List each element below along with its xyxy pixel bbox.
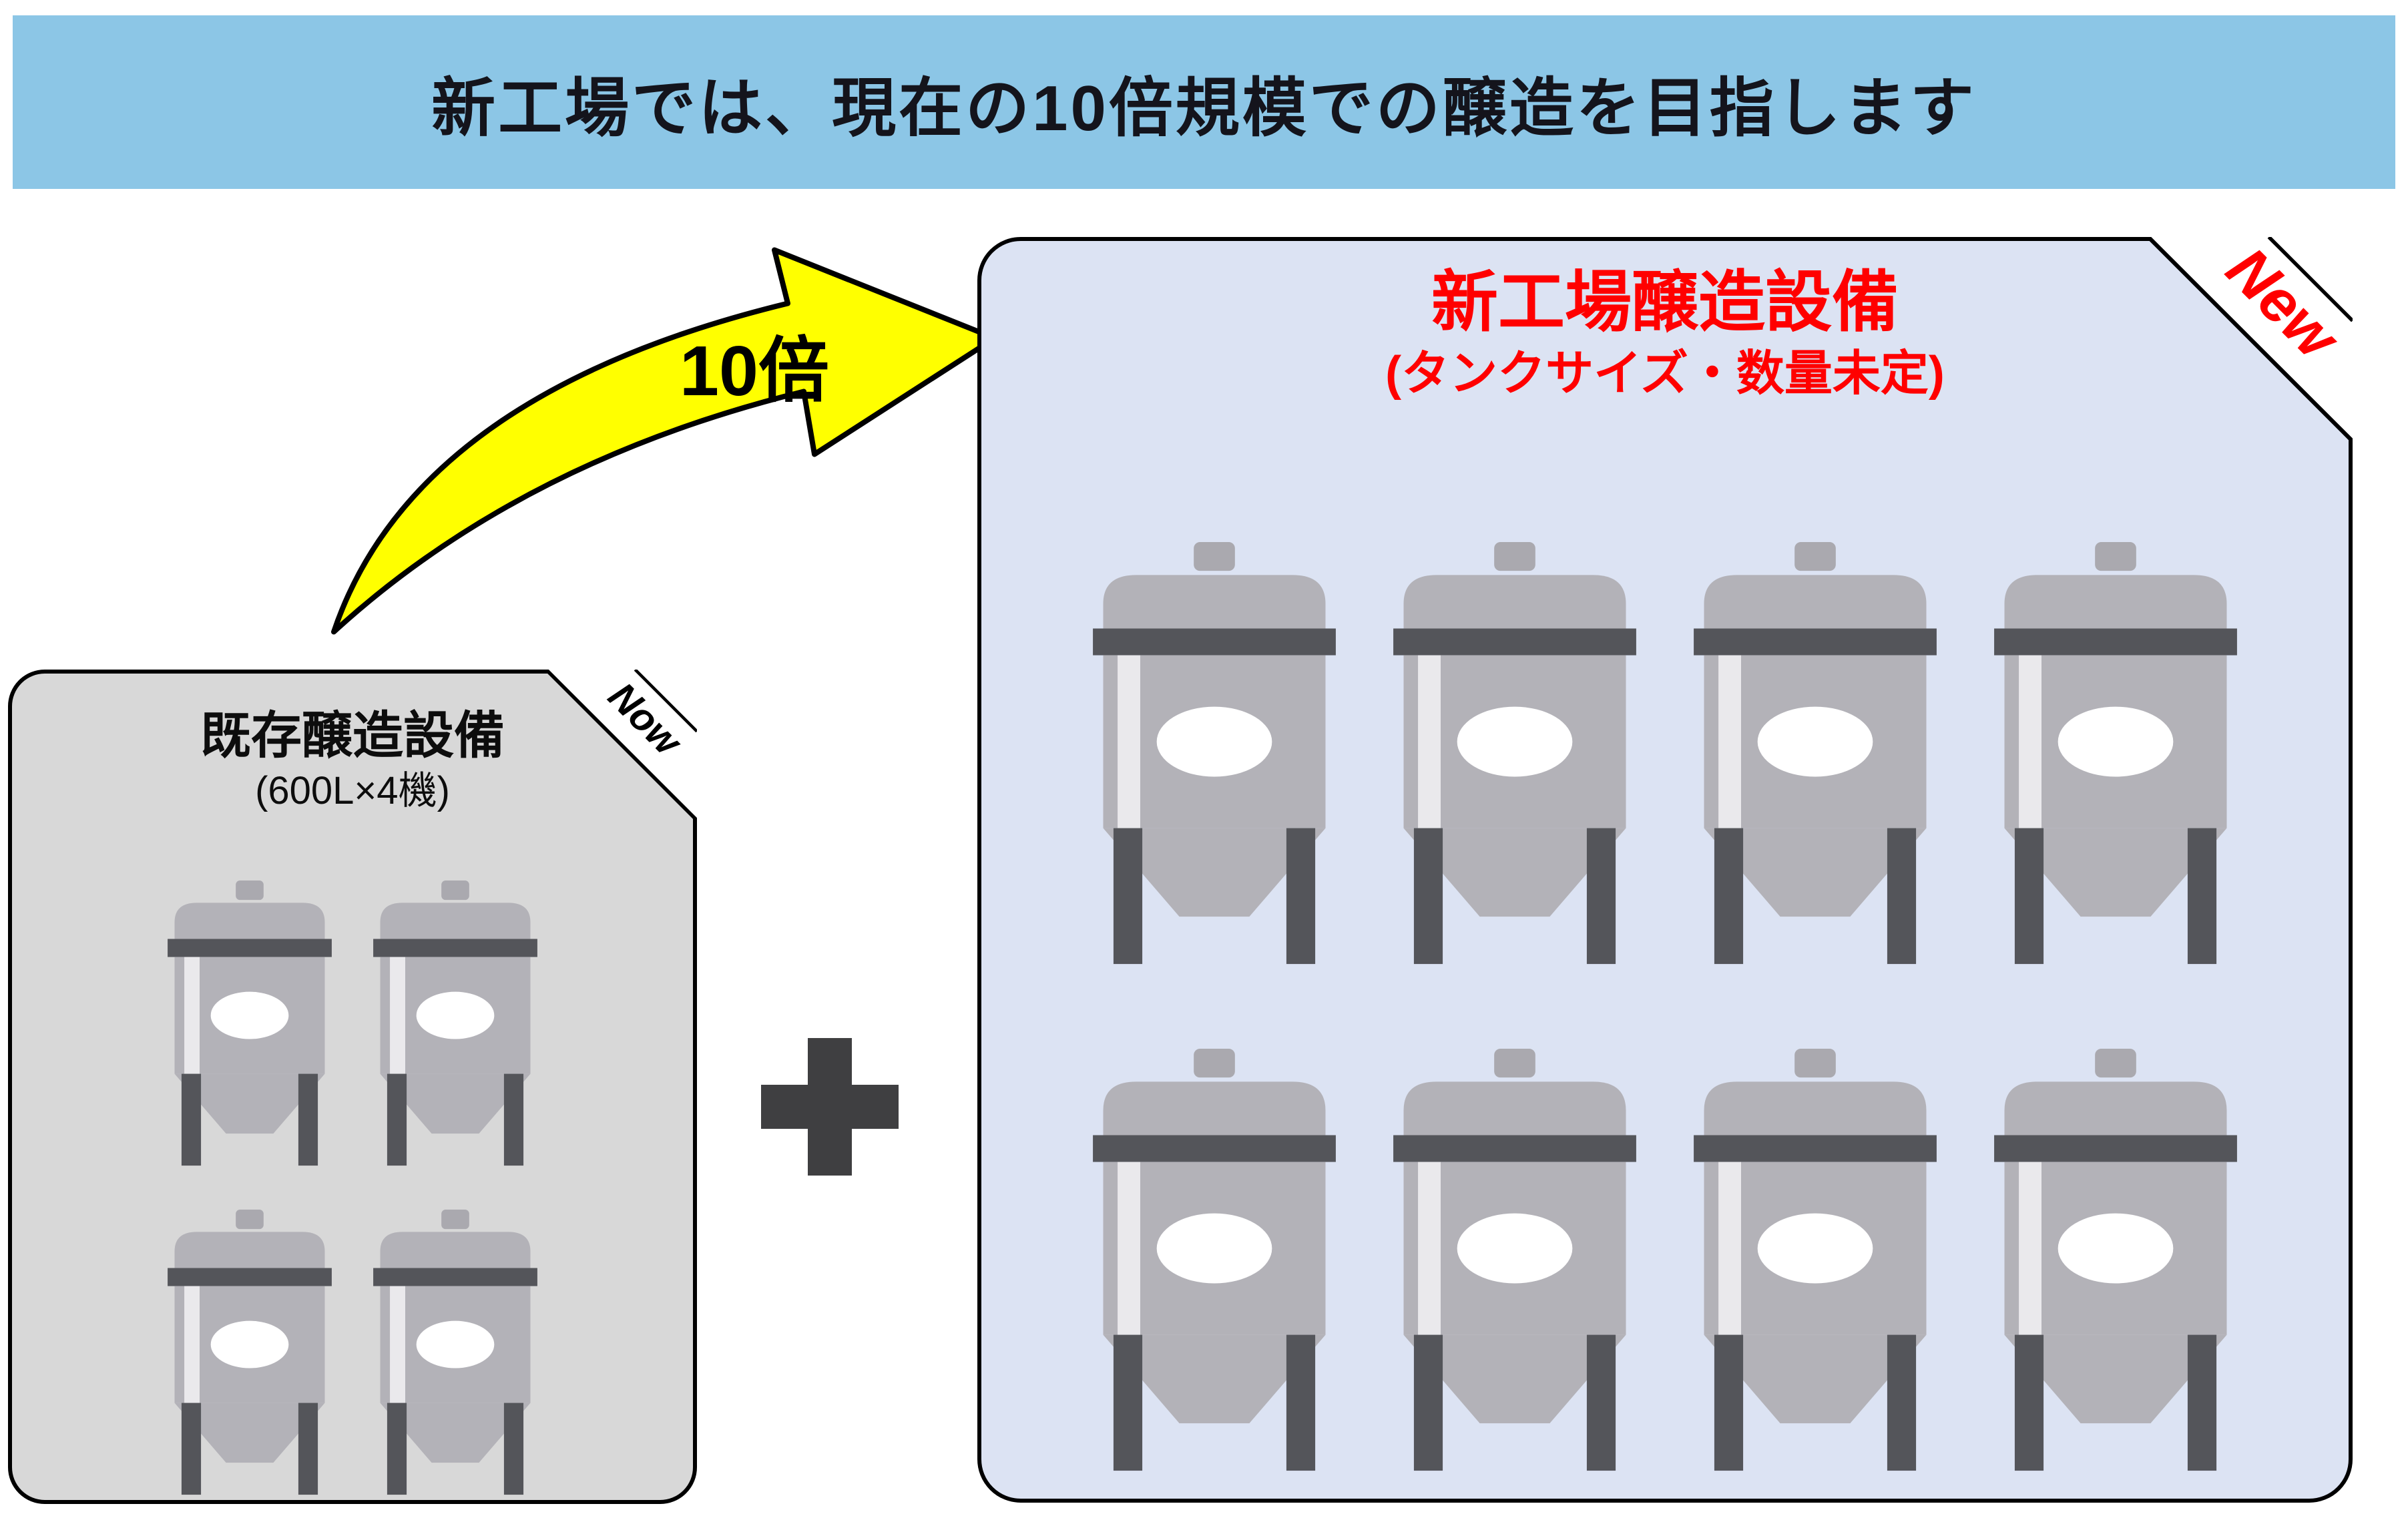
banner: 新工場では、現在の10倍規模での醸造を目指します bbox=[13, 15, 2395, 189]
new-equipment-panel: 新工場醸造設備 (タンクサイズ・数量未定) New bbox=[977, 237, 2353, 1503]
existing-equipment-panel: 既存醸造設備 (600L×4機) Now bbox=[8, 670, 697, 1504]
now-ribbon: Now bbox=[546, 670, 697, 820]
tank-icon bbox=[168, 880, 332, 1166]
tank-icon bbox=[168, 1209, 332, 1495]
tank-icon bbox=[1393, 1049, 1636, 1471]
existing-panel-subtitle: (600L×4機) bbox=[255, 769, 450, 813]
tank-icon bbox=[1093, 1049, 1336, 1471]
plus-icon bbox=[761, 1038, 899, 1176]
tank-icon bbox=[373, 880, 537, 1166]
new-panel-subtitle: (タンクサイズ・数量未定) bbox=[1385, 347, 1945, 401]
new-ribbon: New bbox=[2148, 237, 2353, 441]
tenx-arrow-icon bbox=[331, 247, 997, 635]
new-panel-title: 新工場醸造設備 bbox=[1431, 265, 1899, 340]
tank-icon bbox=[1994, 541, 2237, 964]
existing-panel-title: 既存醸造設備 bbox=[200, 708, 505, 764]
existing-tank-grid bbox=[12, 880, 693, 1501]
tank-icon bbox=[1093, 541, 1336, 964]
tank-icon bbox=[1694, 1049, 1937, 1471]
tank-icon bbox=[1393, 541, 1636, 964]
new-tank-grid bbox=[981, 541, 2349, 1481]
tank-icon bbox=[1994, 1049, 2237, 1471]
tank-icon bbox=[373, 1209, 537, 1495]
banner-title: 新工場では、現在の10倍規模での醸造を目指します bbox=[431, 72, 1977, 144]
tank-icon bbox=[1694, 541, 1937, 964]
tenx-label: 10倍 bbox=[680, 332, 829, 411]
